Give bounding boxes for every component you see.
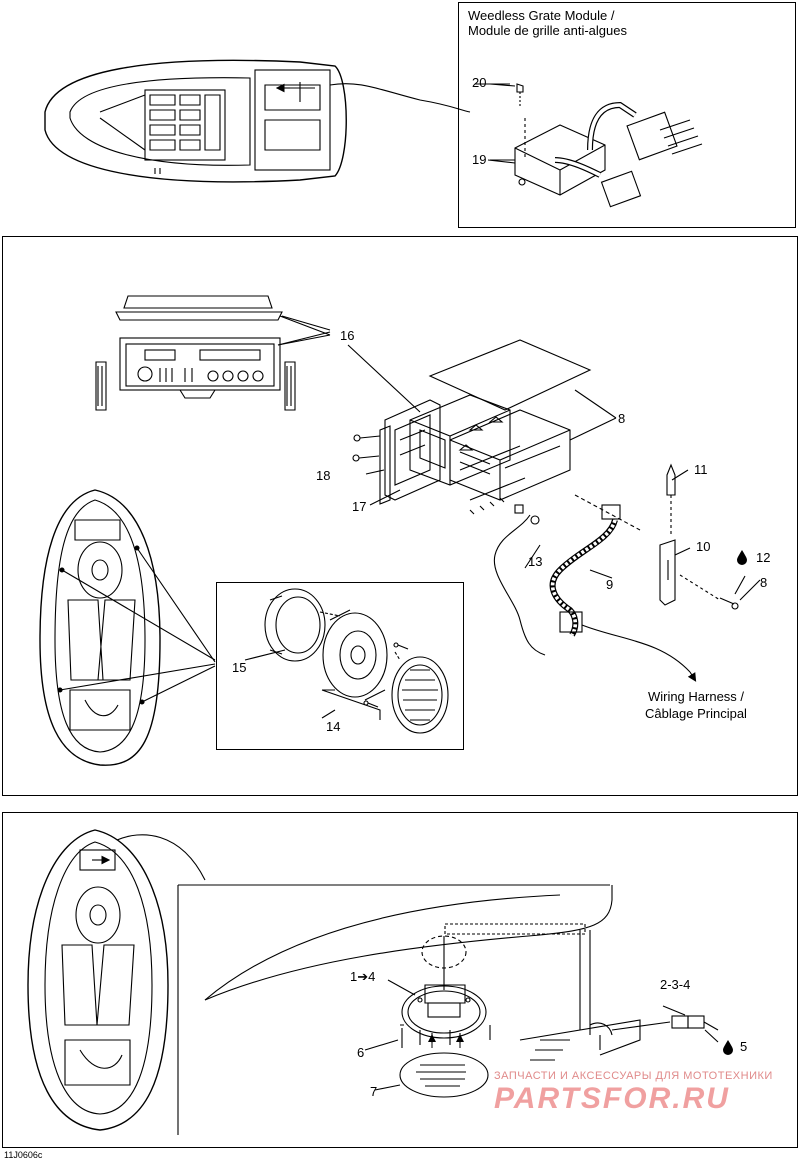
weedless-title-en: Weedless Grate Module / <box>468 8 615 23</box>
callout-15: 15 <box>232 660 247 675</box>
callout-7: 7 <box>370 1084 378 1099</box>
callout-13: 13 <box>528 554 543 569</box>
audio-system-panel <box>2 236 798 796</box>
callout-8-bottom: 8 <box>760 575 768 590</box>
weedless-grate-inset <box>458 2 796 228</box>
hull-side-closeup <box>177 884 719 1135</box>
callout-19: 19 <box>472 152 487 167</box>
oil-drop-icon <box>723 1040 733 1055</box>
watermark-logo: PARTSFOR.RU <box>494 1082 730 1115</box>
callout-10: 10 <box>696 539 711 554</box>
callout-17: 17 <box>352 499 367 514</box>
speaker-detail-inset <box>216 582 464 750</box>
hull-lower-view <box>27 829 206 1131</box>
hull-top-view <box>44 59 471 183</box>
wiring-harness-label-fr: Câblage Principal <box>645 706 747 721</box>
callout-18: 18 <box>316 468 331 483</box>
speaker-installation-panel <box>2 812 798 1148</box>
arrow-icon <box>687 671 697 682</box>
callout-14: 14 <box>326 719 341 734</box>
wiring-harness-label-en: Wiring Harness / <box>647 689 745 704</box>
weedless-title-fr: Module de grille anti-algues <box>468 23 627 38</box>
speaker-exploded <box>264 588 449 734</box>
callout-12: 12 <box>756 550 771 565</box>
radio-head-unit <box>95 295 331 411</box>
hull-cockpit-view <box>39 489 216 766</box>
weedless-grate-module <box>475 83 703 208</box>
watermark-tagline: ЗАПЧАСТИ И АКСЕССУАРЫ ДЛЯ МОТОТЕХНИКИ <box>494 1070 773 1082</box>
callout-5: 5 <box>740 1039 748 1054</box>
callout-20: 20 <box>472 75 487 90</box>
callout-2-3-4: 2-3-4 <box>660 977 691 992</box>
callout-8-top: 8 <box>618 411 626 426</box>
callout-16: 16 <box>340 328 355 343</box>
callout-6: 6 <box>357 1045 365 1060</box>
callout-1-4: 1➔4 <box>350 969 376 984</box>
radio-exploded-assembly <box>352 339 739 673</box>
oil-drop-icon <box>737 550 747 565</box>
diagram-code: 11J0606c <box>4 1150 43 1160</box>
callout-11: 11 <box>694 462 708 477</box>
callout-9: 9 <box>606 577 614 592</box>
